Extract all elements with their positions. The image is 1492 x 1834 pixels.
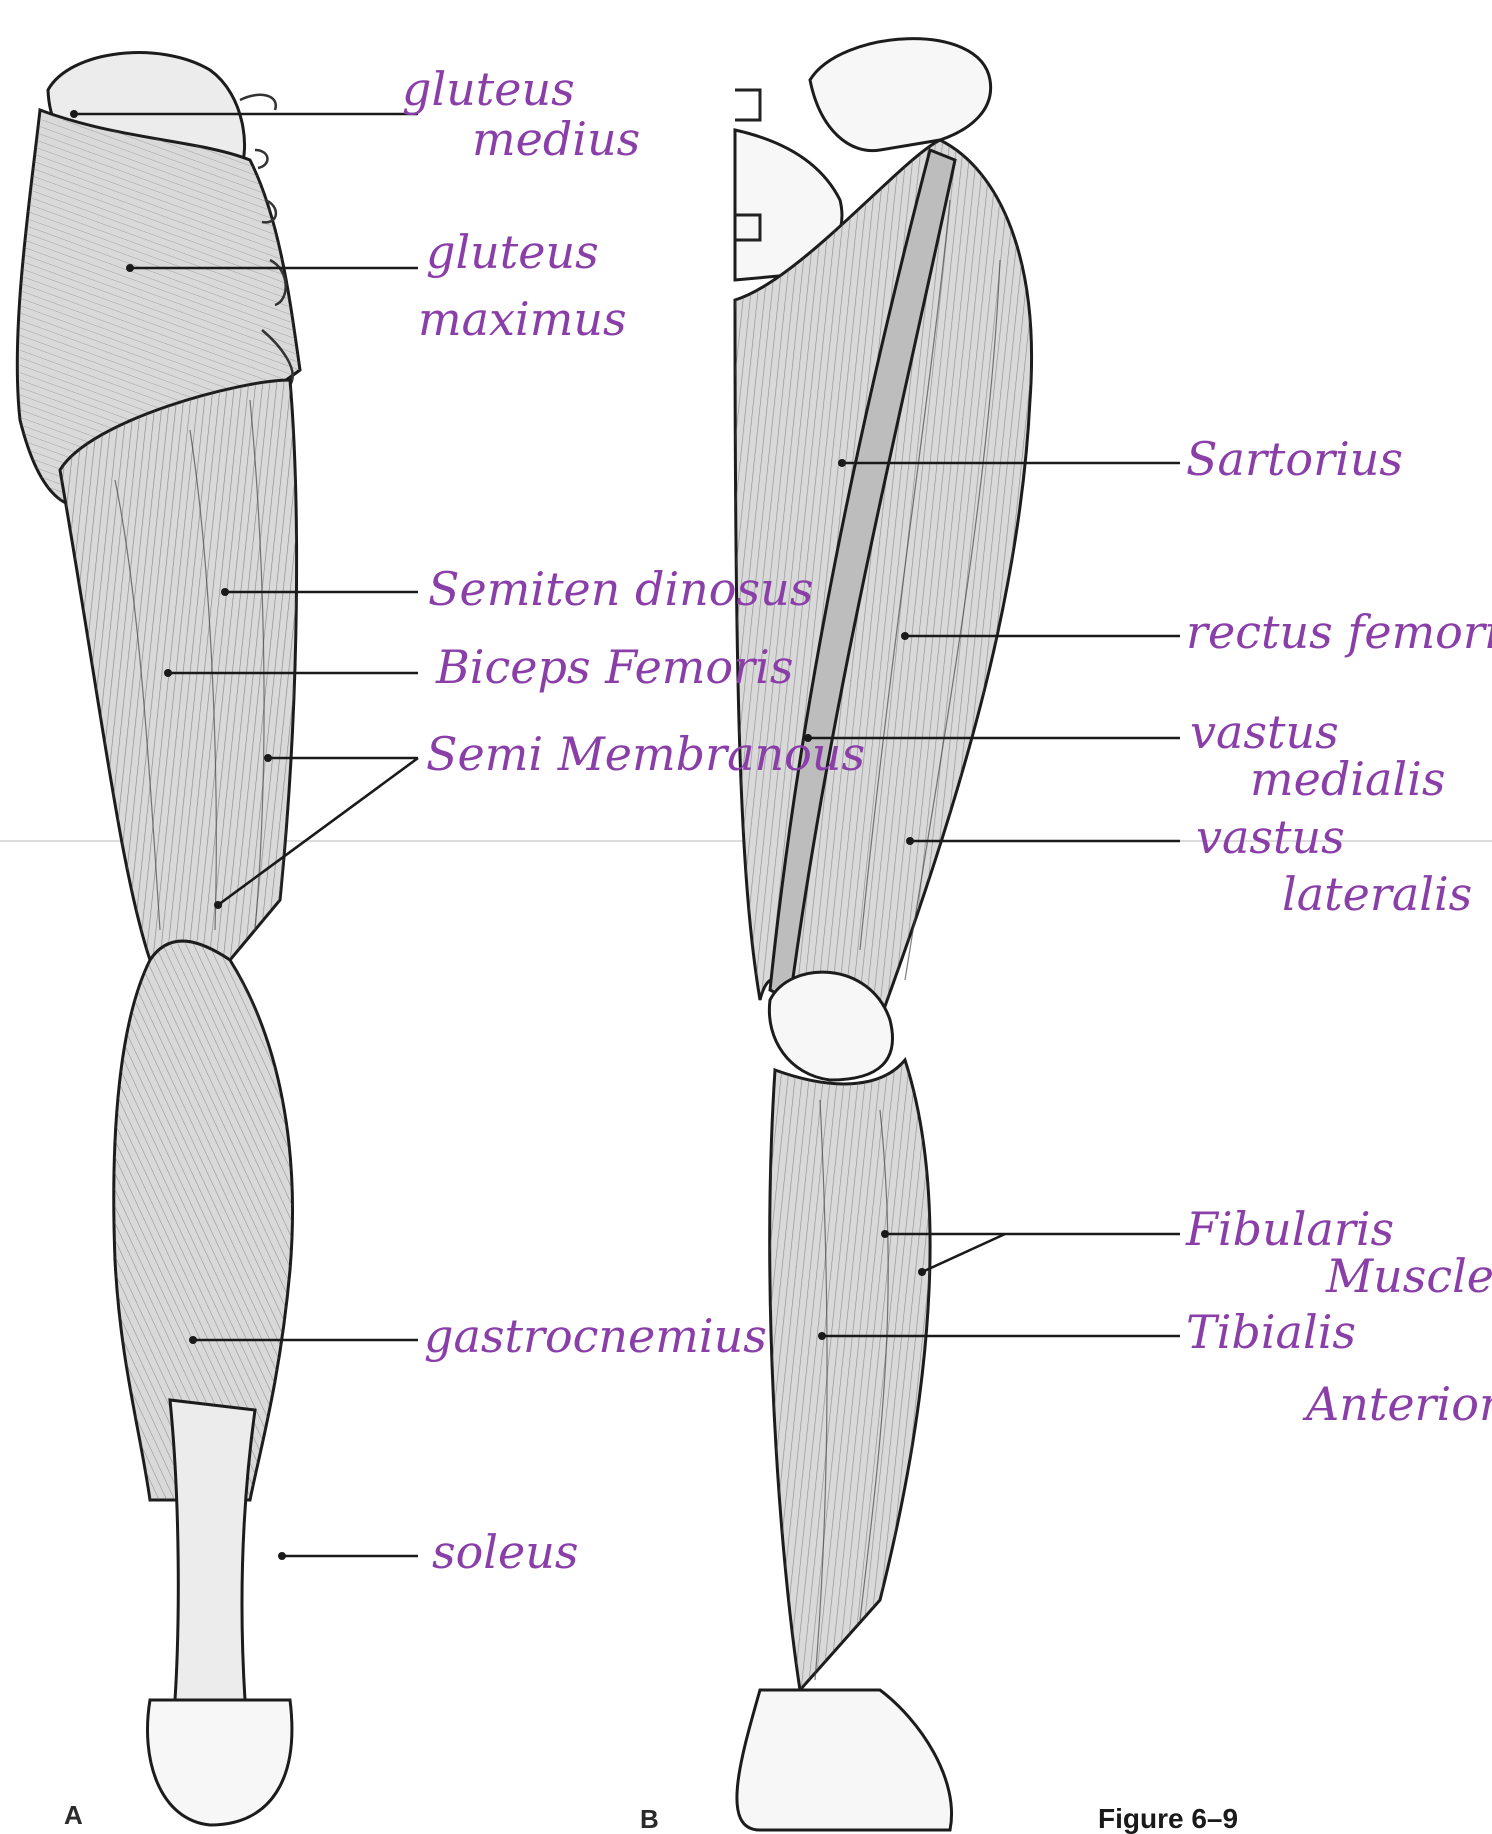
label-fibularis-line2: Muscles [1325,1249,1492,1303]
label-gluteus-maximus-line1: gluteus [426,225,599,279]
pelvis-shape [810,39,991,151]
label-semimembranous: Semi Membranous [426,727,865,781]
label-rectus-femoris: rectus femoris [1186,605,1492,659]
posterior-leg-drawing [17,53,300,1825]
label-vastus-medialis-line1: vastus [1190,705,1339,759]
label-gluteus-medius-line2: medius [472,112,640,166]
label-vastus-medialis-line2: medialis [1250,752,1445,806]
figure-caption: Figure 6–9 [1098,1803,1238,1834]
anterior-leg-drawing [735,39,1032,1830]
anterior-foot-shape [737,1690,952,1830]
label-soleus: soleus [432,1525,578,1579]
label-gluteus-maximus-line2: maximus [418,292,627,346]
label-gastrocnemius: gastrocnemius [424,1309,767,1363]
label-semitendinosus: Semiten dinosus [428,562,813,616]
posterior-heel-shape [148,1700,292,1825]
label-fibularis-line1: Fibularis [1185,1202,1394,1256]
achilles-tendon-shape [170,1400,255,1700]
label-vastus-lateralis-line2: lateralis [1282,867,1472,921]
label-gluteus-medius-line1: gluteus [402,62,575,116]
anterior-labels: Sartorius rectus femoris vastus medialis… [1185,432,1492,1431]
panel-letter-a: A [64,1800,83,1830]
label-biceps-femoris: Biceps Femoris [435,640,793,694]
label-vastus-lateralis-line1: vastus [1196,810,1345,864]
panel-letter-b: B [640,1804,659,1834]
label-tibialis-line2: Anterior [1302,1377,1492,1431]
label-tibialis-line1: Tibialis [1186,1305,1356,1359]
label-sartorius: Sartorius [1186,432,1403,486]
